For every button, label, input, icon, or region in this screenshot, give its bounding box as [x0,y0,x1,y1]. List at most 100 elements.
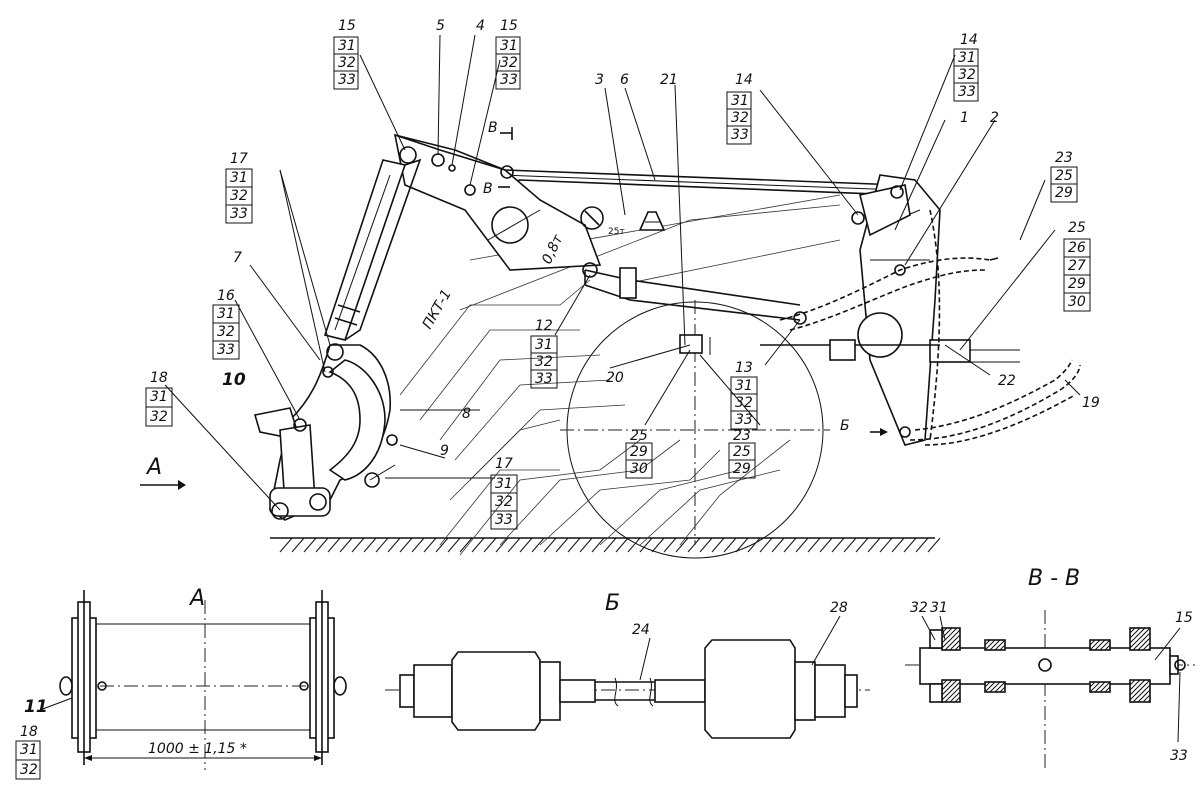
ground-hatch-line [327,537,341,553]
ground-hatch-line [339,537,353,553]
flange-hatch-line [999,644,1006,651]
ground-hatch-line [411,537,425,553]
flange-hatch-line [941,627,953,639]
ground-hatch-line [603,537,617,553]
callout-13: 13 [735,360,753,376]
ground-hatch-line [399,537,413,553]
stack-17b-n2: 32 [495,494,513,510]
flange-hatch-line [949,691,961,703]
flange-hatch-line [954,696,961,703]
ground-hatch-line [747,537,761,553]
stack-15b: 31 32 33 [495,36,521,90]
ground-hatch-line [771,537,785,553]
callout-22: 22 [998,373,1016,389]
stack-17a-n2: 32 [230,188,248,204]
ground-hatch-line [315,537,329,553]
callout-14b: 14 [960,32,978,48]
ground-hatch-line [303,537,317,553]
flange-hatch-line [999,686,1006,693]
flange-hatch-line [949,639,961,651]
view-vv: В - В 32 31 15 33 [905,566,1195,770]
ground-hatch-line [819,537,833,553]
stack-25r-n2: 27 [1068,258,1086,274]
stack-12-n2: 32 [535,354,553,370]
ground-hatch-line [903,537,917,553]
stack-18: 31 32 [145,387,173,427]
ground-hatch-line [699,537,713,553]
ground-hatch-line [831,537,845,553]
callout-8: 8 [462,406,471,422]
ground-hatch-line [519,537,533,553]
callout-33: 33 [1170,748,1188,764]
stack-14b-n3: 33 [958,84,976,100]
stack-14a-n3: 33 [731,127,749,143]
flange-hatch-line [994,639,1006,651]
callout-2: 2 [990,110,999,126]
stack-25r-n3: 29 [1068,276,1086,292]
section-marks: В В Б А [140,120,888,490]
callout-14a: 14 [735,72,753,88]
stack-16-n2: 32 [217,324,235,340]
callout-6: 6 [620,72,629,88]
stack-14a-n1: 31 [731,93,749,109]
callout-4: 4 [476,18,485,34]
flange-hatch-line [1104,686,1111,693]
callout-11: 11 [24,697,48,717]
flange-hatch-line [941,627,958,644]
ground-hatch-line [483,537,497,553]
ground-hatch-line [711,537,725,553]
callout-18b: 18 [20,724,38,740]
ground-hatch-line [279,537,293,553]
ground-hatch-line [567,537,581,553]
weight-text: 25т [608,227,625,237]
flange-hatch-line [984,639,991,646]
flange-hatch-line [1099,681,1111,693]
callout-19: 19 [1082,395,1100,411]
stack-23m: 25 29 [728,442,756,479]
flange-hatch-line [1137,689,1151,703]
main-frame [393,133,602,271]
flange-hatch-line [989,639,1001,651]
ground-hatch-line [423,537,437,553]
stack-23m-n2: 29 [733,461,751,477]
ground-hatch-line [387,537,401,553]
flange-hatch-line [1094,681,1106,693]
ground-hatch-line [867,537,881,553]
flange-hatch-line [944,686,961,703]
flange-hatch-line [994,681,1006,693]
flange-hatch-line [941,679,958,696]
callout-9: 9 [440,443,449,459]
flange-hatch-line [1129,679,1141,691]
ground-hatch-line [855,537,869,553]
flange-hatch-line [944,634,961,651]
hook-arm [253,343,398,521]
flange-hatch-line [941,629,961,649]
ground-hatch-line [459,537,473,553]
callout-23a: 23 [1055,150,1073,166]
ground-hatch-line [507,537,521,553]
weight-symbol: 25т [580,206,666,237]
flange-hatch-line [984,681,996,693]
flange-hatch-line [954,644,961,651]
callout-16: 16 [217,288,235,304]
callout-28: 28 [830,600,848,616]
section-b-label: Б [840,418,850,434]
callout-5: 5 [436,18,445,34]
callout-10: 10 [222,370,246,390]
ground-hatch-line [627,537,641,553]
flange-hatch-line [1104,644,1111,651]
ground-hatch-line [447,537,461,553]
ground-hatch-line [591,537,605,553]
stack-23m-n1: 25 [733,444,751,460]
stack-14a-n2: 32 [731,110,749,126]
callout-15b: 15 [500,18,518,34]
stack-18b-n1: 31 [20,742,38,758]
stack-12-n3: 33 [535,371,553,387]
callout-25r: 25 [1068,220,1086,236]
view-b: Б 24 28 [385,591,870,739]
flange-hatch-line [1089,681,1101,693]
ground-hatch-line [363,537,377,553]
ground-hatch-line [531,537,545,553]
ground-hatch-line [783,537,797,553]
